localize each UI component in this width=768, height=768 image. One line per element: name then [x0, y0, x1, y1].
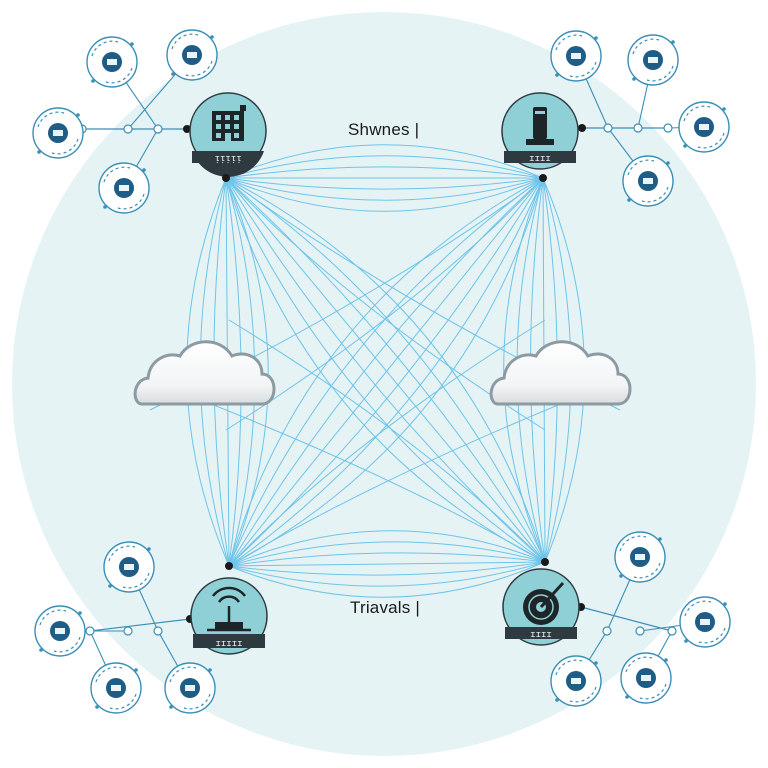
- mesh-line: [225, 177, 546, 563]
- connector-line: [580, 606, 673, 632]
- mesh-line: [225, 177, 544, 212]
- mesh-line: [228, 177, 544, 567]
- monitor-icon[interactable]: [550, 30, 602, 82]
- mesh-line: [225, 177, 269, 567]
- hub-port-dot: [183, 125, 191, 133]
- mesh-line: [228, 319, 546, 563]
- junction-node: [123, 626, 133, 636]
- storage-icon[interactable]: [620, 652, 672, 704]
- junction-node: [153, 626, 163, 636]
- mesh-line: [225, 177, 546, 563]
- satellite-nodes: [32, 29, 731, 714]
- label-top: Shwnes |: [348, 120, 420, 139]
- connector-line: [89, 618, 191, 632]
- mesh-line: [503, 177, 546, 563]
- background-halo: [12, 12, 756, 756]
- globe-icon[interactable]: [86, 36, 138, 88]
- radar-dish-icon: [523, 581, 565, 625]
- wind-icon[interactable]: [627, 34, 679, 86]
- junction-node: [667, 626, 677, 636]
- mesh-line: [228, 177, 544, 567]
- mesh-line: [228, 561, 546, 587]
- hub-tag: ɪɪɪɪ: [529, 154, 551, 164]
- mesh-line: [225, 177, 544, 190]
- cloud-left-icon: [133, 340, 276, 406]
- label-bottom: Triavals |: [350, 598, 421, 617]
- wifi-icon[interactable]: [34, 605, 86, 657]
- satellite-cluster-bottom-right: [550, 531, 731, 707]
- mesh-line: [228, 177, 544, 567]
- cloud-right-icon: [489, 340, 632, 406]
- mesh-line: [228, 561, 546, 576]
- mesh-line: [225, 177, 544, 431]
- satellite-cluster-top-left: [32, 29, 218, 214]
- hub-port-dot: [578, 124, 586, 132]
- mesh-line: [225, 177, 544, 201]
- hub-bottom-left[interactable]: ɪɪɪɪɪ: [190, 577, 268, 655]
- satellite-cluster-top-right: [550, 30, 730, 207]
- shield-icon[interactable]: [32, 107, 84, 159]
- junction-node: [602, 626, 612, 636]
- antenna-icon: [207, 586, 251, 632]
- server-tower-icon: [526, 107, 554, 145]
- mesh-line: [228, 561, 546, 567]
- hub-bottom-right[interactable]: ɪɪɪɪ: [502, 568, 580, 646]
- mesh-line: [228, 561, 546, 598]
- modem-icon[interactable]: [164, 662, 216, 714]
- mesh-line: [228, 530, 546, 567]
- junction-node: [663, 123, 673, 133]
- mesh-line: [225, 177, 546, 563]
- junction-node: [85, 626, 95, 636]
- wifi-icon[interactable]: [679, 596, 731, 648]
- drone-icon[interactable]: [614, 531, 666, 583]
- hub-tag: ᴉᴉᴉᴉᴉ: [214, 154, 241, 164]
- junction-node: [633, 123, 643, 133]
- junction-node: [153, 124, 163, 134]
- hub-top-left[interactable]: ᴉᴉᴉᴉᴉ: [189, 92, 267, 177]
- mesh-line: [225, 177, 546, 563]
- hub-tag: ɪɪɪɪ: [530, 630, 552, 640]
- server-stack-icon[interactable]: [622, 155, 674, 207]
- server-rack-icon[interactable]: [103, 541, 155, 593]
- mesh-line: [228, 319, 546, 567]
- building-icon: [212, 105, 246, 141]
- mesh-line: [228, 177, 544, 567]
- router-icon[interactable]: [166, 29, 218, 81]
- hub-tag: ɪɪɪɪɪ: [215, 639, 242, 649]
- mesh-line: [225, 144, 544, 179]
- mesh-line: [228, 177, 544, 567]
- mesh-line: [228, 177, 544, 567]
- hub-top-right[interactable]: ɪɪɪɪ: [501, 92, 579, 170]
- junction-node: [603, 123, 613, 133]
- mesh-line: [225, 177, 546, 563]
- signal-icon[interactable]: [98, 162, 150, 214]
- mesh-line: [225, 155, 544, 179]
- mesh-line: [225, 177, 546, 563]
- mesh-line: [228, 541, 546, 567]
- junction-node: [123, 124, 133, 134]
- mesh-line: [228, 552, 546, 567]
- globe-icon[interactable]: [550, 655, 602, 707]
- database-icon[interactable]: [90, 662, 142, 714]
- junction-node: [635, 626, 645, 636]
- office-building-icon[interactable]: [678, 101, 730, 153]
- mesh-line: [225, 177, 546, 563]
- satellite-cluster-bottom-left: [34, 541, 216, 714]
- mesh-line: [225, 166, 544, 179]
- hub-anchor-dots: [222, 174, 549, 570]
